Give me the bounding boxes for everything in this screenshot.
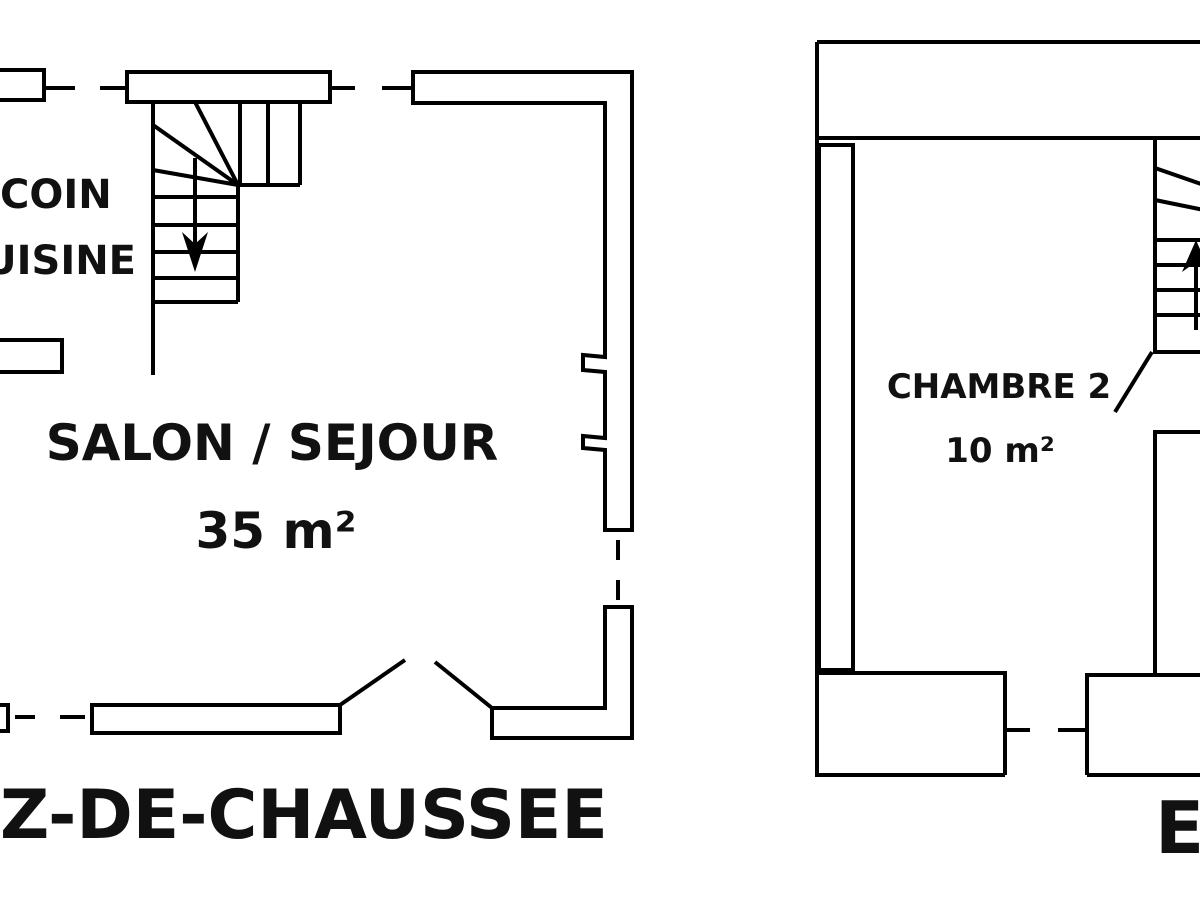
wall-bottom-right-upper <box>1085 673 1200 777</box>
ground-floor-plan: COIN UISINE SALON / SEJOUR 35 m² Z-DE-CH… <box>0 68 634 855</box>
wall-bottom-left-upper <box>819 671 1007 775</box>
staircase-ground <box>151 101 302 375</box>
wall-outer-upper <box>815 40 1200 777</box>
room-label-salon: SALON / SEJOUR <box>46 414 499 472</box>
window-top-left <box>0 68 46 102</box>
floor-title-upper: ET <box>1155 786 1200 870</box>
wall-top-right <box>411 70 634 532</box>
room-label-coin: COIN <box>0 172 112 218</box>
wall-bottom-right <box>490 605 634 740</box>
arrow-down-icon <box>182 232 208 272</box>
closet <box>817 143 855 672</box>
room-area-salon: 35 m² <box>196 502 357 560</box>
arrow-up-icon <box>1182 240 1200 272</box>
floor-title-ground: Z-DE-CHAUSSEE <box>0 776 608 855</box>
window-bottom <box>90 703 342 735</box>
window-top <box>125 70 332 104</box>
wall-inner-upper <box>1153 430 1200 675</box>
room-label-cuisine: UISINE <box>0 238 136 284</box>
room-area-chambre-2: 10 m² <box>945 431 1054 471</box>
window-bottom-left <box>0 703 10 733</box>
wall-stub-left <box>0 338 64 374</box>
upper-floor-plan: CHAMBRE 2 10 m² ET <box>815 40 1200 870</box>
door-swing <box>338 658 494 710</box>
room-label-chambre-2: CHAMBRE 2 <box>887 367 1111 407</box>
staircase-upper <box>1113 138 1200 414</box>
